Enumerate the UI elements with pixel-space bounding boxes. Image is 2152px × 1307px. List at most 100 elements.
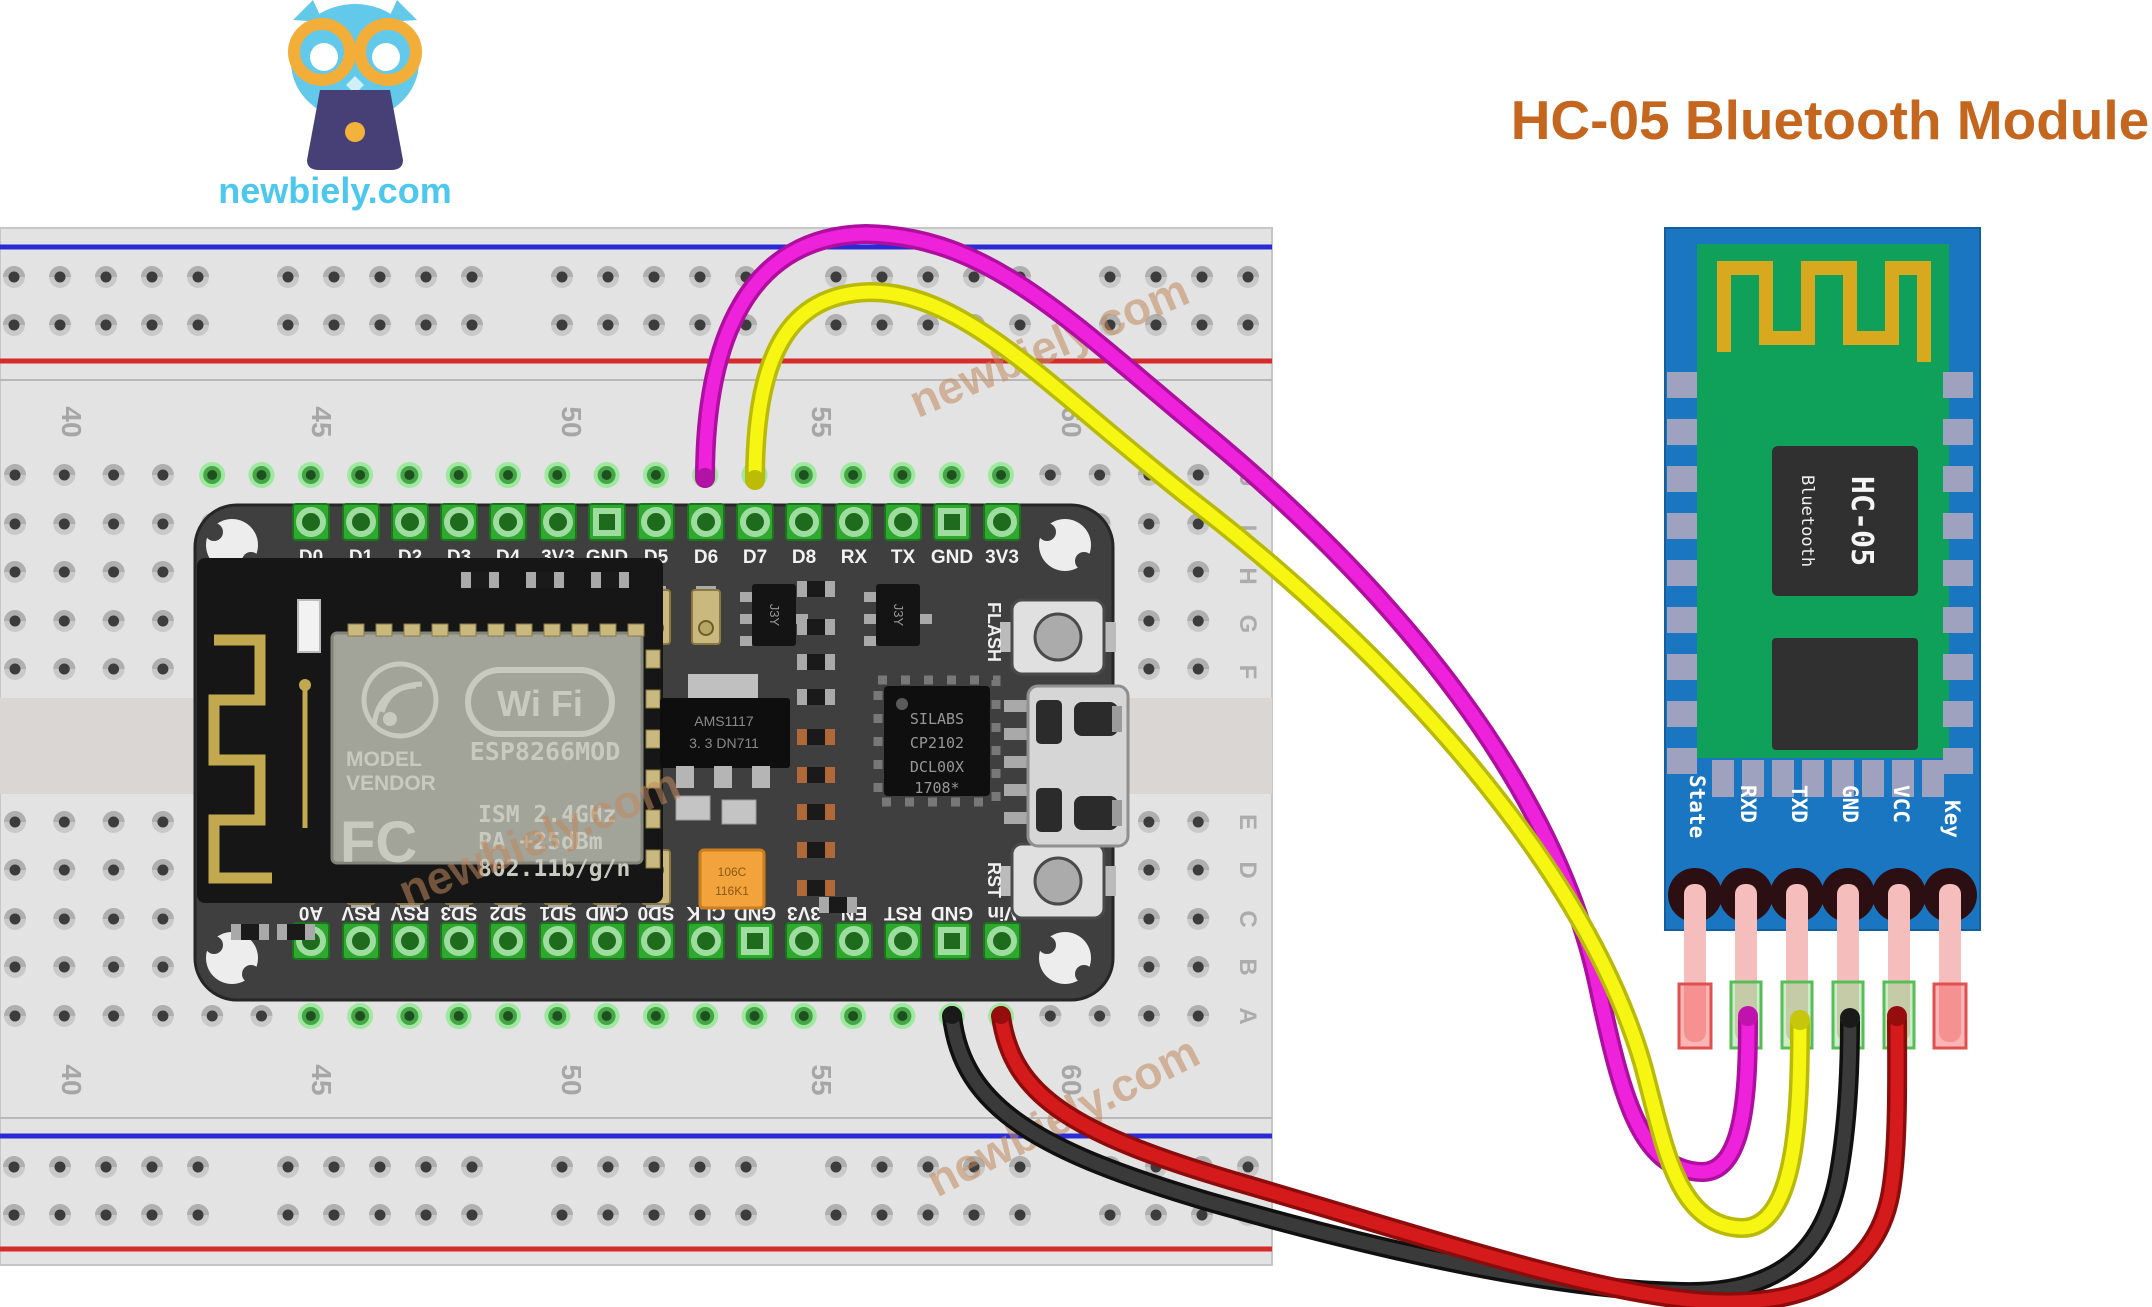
column-label: 55 xyxy=(806,406,837,437)
hc05-pin-label: RXD xyxy=(1736,785,1760,823)
pin-label-bottom: GND xyxy=(931,902,973,923)
wires xyxy=(695,223,1908,1307)
pin-label-top: 3V3 xyxy=(985,547,1019,568)
svg-text:DCL00X: DCL00X xyxy=(910,758,964,776)
svg-text:3. 3 DN711: 3. 3 DN711 xyxy=(689,735,759,751)
row-letter: I xyxy=(1234,525,1261,532)
row-letter: G xyxy=(1234,615,1261,634)
column-label: 50 xyxy=(556,1064,587,1095)
esp8266-module: Wi Fi MODEL VENDOR ESP8266MOD FC ISM 2.4… xyxy=(197,558,663,903)
hc05-chip xyxy=(1772,446,1918,596)
column-label: 40 xyxy=(56,406,87,437)
reset-button[interactable] xyxy=(1000,842,1116,920)
flash-button-label: FLASH xyxy=(984,602,1004,662)
pin-label-bottom: 3V3 xyxy=(787,902,821,923)
hc05-pin-highlights xyxy=(1677,980,1968,1050)
nodemcu-bottom-pads xyxy=(292,922,1021,960)
micro-usb-connector xyxy=(1004,684,1130,848)
brand-text: newbiely.com xyxy=(218,170,452,211)
voltage-regulator: AMS1117 3. 3 DN711 xyxy=(660,674,790,825)
vcc-wire[interactable] xyxy=(994,1009,1904,1307)
svg-text:SILABS: SILABS xyxy=(910,710,964,728)
hc05-chip-name: HC-05 xyxy=(1844,476,1879,566)
pin-label-top: D7 xyxy=(743,547,767,568)
pin-label-bottom: RST xyxy=(884,902,922,923)
pin-label-bottom: SD1 xyxy=(539,902,576,923)
row-letter: C xyxy=(1234,910,1261,927)
shield-pa: PA +25dBm xyxy=(478,829,603,855)
wire-tips xyxy=(696,468,1907,1030)
pin-label-bottom: SD2 xyxy=(490,902,527,923)
reset-button-label: RST xyxy=(984,862,1004,898)
metal-shield xyxy=(330,631,644,865)
row-letter: D xyxy=(1234,861,1261,878)
fcc-logo: FC xyxy=(340,810,417,875)
pin-label-bottom: A0 xyxy=(299,902,323,923)
rx-wire[interactable] xyxy=(698,227,1755,1179)
hc05-antenna xyxy=(1717,261,1931,362)
column-label: 45 xyxy=(306,406,337,437)
row-letter: B xyxy=(1234,958,1261,975)
hc05-pin-label: TXD xyxy=(1787,785,1811,823)
hc05-pin-label: GND xyxy=(1838,785,1862,823)
pin-label-bottom: CMD xyxy=(585,902,628,923)
tx-wire[interactable] xyxy=(748,285,1807,1235)
pin-label-top: RX xyxy=(841,547,868,568)
page-title: HC-05 Bluetooth Module xyxy=(1510,89,2150,151)
pin-label-top: GND xyxy=(931,547,973,568)
nodemcu-board: D0 D1 D2 D3 D4 3V3 GND D5 D6 D7 D8 RX TX… xyxy=(193,503,1130,1002)
hc05-chip2 xyxy=(1772,638,1918,750)
svg-text:CP2102: CP2102 xyxy=(910,734,964,752)
nodemcu-top-pads xyxy=(292,503,1021,541)
shield-ism: ISM 2.4GHz xyxy=(478,802,616,828)
hc05-pin-label: State xyxy=(1685,775,1709,838)
pin-label-top: TX xyxy=(891,547,916,568)
flash-button[interactable] xyxy=(1000,598,1116,676)
module-name: ESP8266MOD xyxy=(470,737,621,766)
svg-text:AMS1117: AMS1117 xyxy=(694,713,754,729)
pin-label-bottom: SD3 xyxy=(441,902,478,923)
shield-std: 802.11b/g/n xyxy=(478,856,630,882)
usb-uart-chip: SILABS CP2102 DCL00X 1708* xyxy=(873,675,1001,807)
shield-model-label: MODEL xyxy=(346,748,422,771)
column-label: 60 xyxy=(1056,1064,1087,1095)
svg-text:J3Y: J3Y xyxy=(891,604,906,627)
column-label: 55 xyxy=(806,1064,837,1095)
hc05-pin-label: Key xyxy=(1940,800,1964,838)
column-label: 50 xyxy=(556,406,587,437)
svg-text:106C: 106C xyxy=(718,865,747,879)
wifi-logo-text: Wi Fi xyxy=(497,683,583,724)
hc05-pin-label: VCC xyxy=(1889,785,1913,823)
hc05-chip-subtitle: Bluetooth xyxy=(1797,475,1817,567)
transistor: J3Y xyxy=(864,584,932,646)
svg-text:116K1: 116K1 xyxy=(715,884,749,898)
owl-icon xyxy=(288,0,422,170)
row-letter: H xyxy=(1234,567,1261,584)
wifi-logo-pill xyxy=(465,667,615,737)
hc05-header-pins xyxy=(1668,868,1977,1042)
pin-label-bottom: SD0 xyxy=(638,902,675,923)
svg-text:J3Y: J3Y xyxy=(767,604,782,627)
column-label: 45 xyxy=(306,1064,337,1095)
row-letter: A xyxy=(1234,1007,1261,1024)
unconnected-pin-highlight xyxy=(1677,982,1713,1050)
pin-label-top: D6 xyxy=(694,547,718,568)
row-letter: E xyxy=(1234,814,1261,830)
pin-label-bottom: Vin xyxy=(987,902,1016,923)
mounting-hole xyxy=(205,519,1093,984)
unconnected-pin-highlight xyxy=(1932,982,1968,1050)
column-label: 40 xyxy=(56,1064,87,1095)
pin-label-bottom: RSV xyxy=(390,902,429,923)
pin-label-bottom: RSV xyxy=(341,902,380,923)
smd-components xyxy=(231,572,857,940)
pin-label-top: D8 xyxy=(792,547,816,568)
svg-text:1708*: 1708* xyxy=(914,779,959,797)
row-letter: F xyxy=(1234,665,1261,680)
newbiely-logo xyxy=(288,0,422,170)
pcb-antenna xyxy=(208,634,272,884)
hc05-castellated-pads xyxy=(1667,372,1973,797)
shield-vendor-label: VENDOR xyxy=(346,772,436,795)
wifi-icon xyxy=(361,661,439,739)
